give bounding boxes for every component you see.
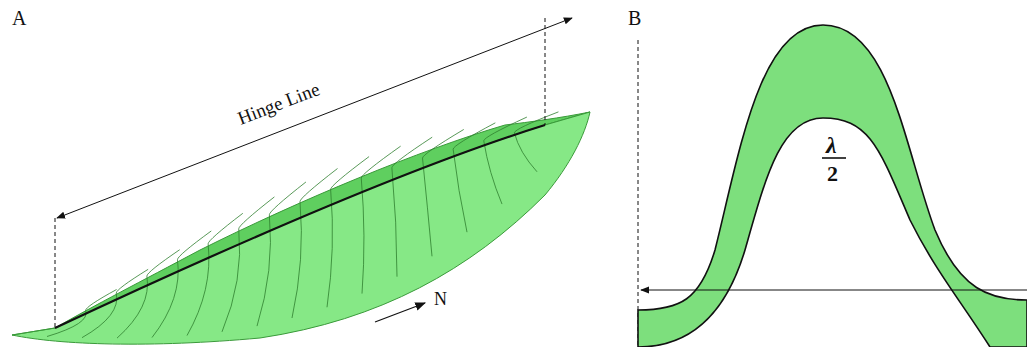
north-label: N: [434, 290, 447, 308]
surface-rib: [423, 129, 464, 256]
surface-rib: [222, 197, 274, 332]
surface-rib: [187, 213, 243, 335]
fraction-bar: [822, 157, 846, 159]
fraction-denominator: 2: [827, 163, 838, 185]
surface-rib: [82, 269, 148, 337]
fold-profile: [638, 25, 1027, 347]
north-arrow: [375, 303, 425, 322]
fraction-numerator: λ: [826, 133, 837, 157]
surface-rib: [514, 112, 558, 172]
dimension-arrow: [57, 18, 572, 218]
fold-surface: [12, 112, 590, 344]
half-wavelength-arrow: [641, 290, 1027, 291]
surface-rib: [392, 137, 432, 276]
surface-rib: [257, 182, 306, 326]
panel-letter: A: [12, 8, 26, 28]
surface-rib: [361, 146, 400, 293]
axial-plane-line: [638, 40, 639, 345]
panel-letter: B: [628, 8, 641, 28]
surface-rib: [152, 231, 211, 338]
extension-line: [55, 218, 56, 328]
surface-rib: [47, 290, 117, 337]
surface-rib: [484, 117, 527, 204]
surface-rib: [453, 123, 495, 232]
extension-line: [545, 18, 546, 125]
